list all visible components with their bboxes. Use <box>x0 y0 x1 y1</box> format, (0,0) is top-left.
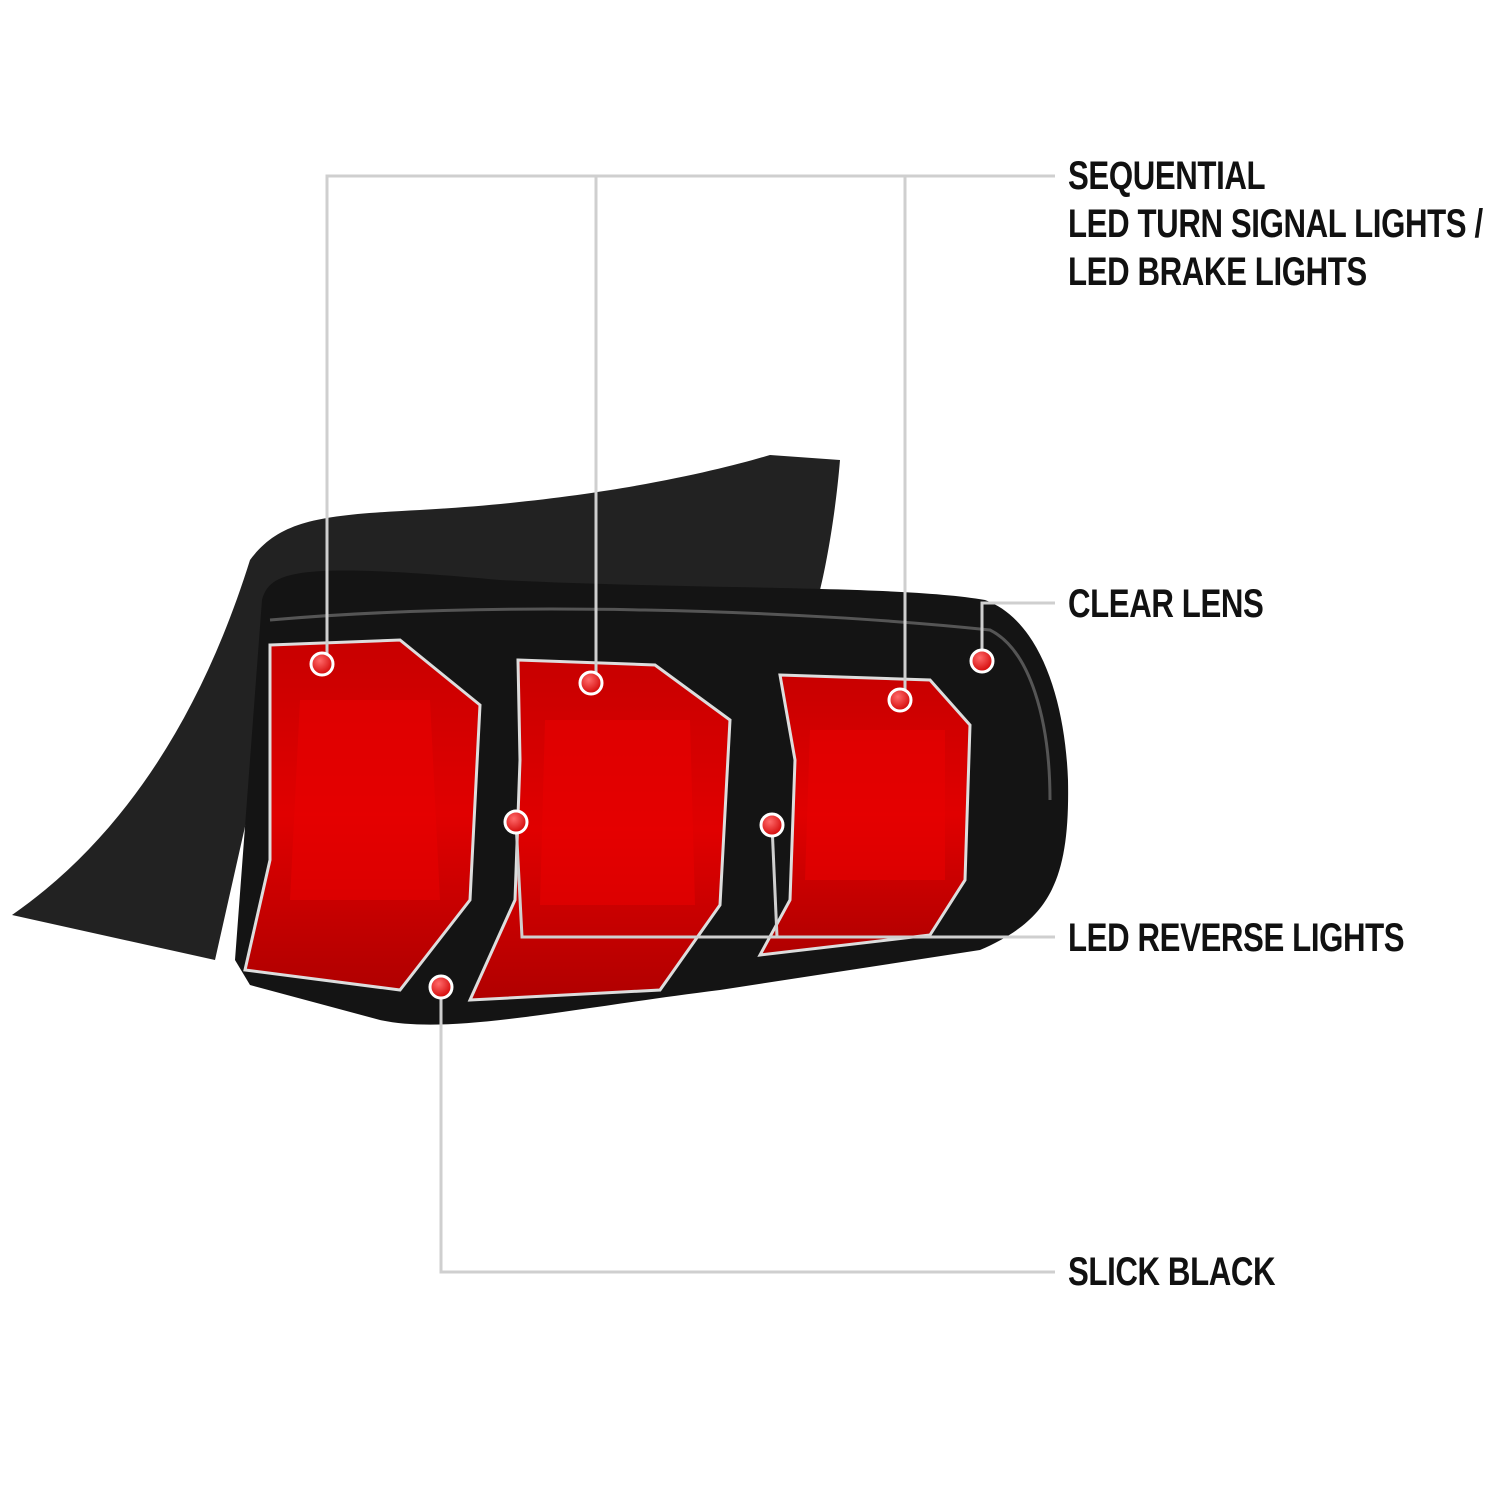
marker-dot <box>428 974 454 1000</box>
marker-dot <box>309 651 335 677</box>
callout-slick-black: SLICK BLACK <box>1068 1250 1276 1294</box>
marker-dot <box>969 648 995 674</box>
callout-sequential: SEQUENTIAL LED TURN SIGNAL LIGHTS / LED … <box>1068 152 1483 296</box>
callout-sequential-line3: LED BRAKE LIGHTS <box>1068 250 1367 294</box>
callout-sequential-line1: SEQUENTIAL <box>1068 154 1266 198</box>
callout-led-reverse: LED REVERSE LIGHTS <box>1068 916 1405 960</box>
marker-dot <box>503 809 529 835</box>
callout-markers <box>309 648 995 1000</box>
callout-clear-lens: CLEAR LENS <box>1068 582 1264 626</box>
marker-dot <box>578 670 604 696</box>
leader-lines <box>325 174 1055 1274</box>
callout-sequential-line2: LED TURN SIGNAL LIGHTS / <box>1068 202 1483 246</box>
marker-dot <box>887 687 913 713</box>
marker-dot <box>759 812 785 838</box>
